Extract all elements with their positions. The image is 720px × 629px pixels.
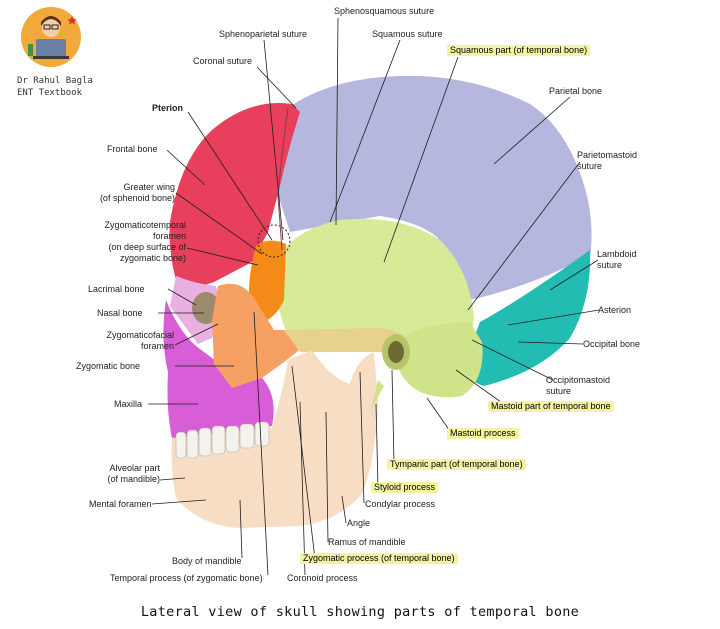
label-styloid-process-highlighted: Styloid process [371,482,439,493]
label-alveolar-line1: Alveolar part [109,463,160,473]
label-lambdoid-line1: Lambdoid [597,249,637,259]
label-asterion: Asterion [598,305,632,315]
label-greater-wing-line1: Greater wing [123,182,175,192]
mastoid-part-shape [396,322,483,398]
label-alveolar-part: Alveolar part (of mandible) [84,463,160,485]
label-parietal-bone: Parietal bone [549,86,603,96]
sphenoid-greater-wing-shape [248,240,286,322]
label-parietomastoid-suture: Parietomastoid suture [577,150,637,172]
label-parietomastoid-line2: suture [577,161,603,171]
label-zygtemp-line4: zygomatic bone) [119,253,186,263]
label-sphenosquamous-suture: Sphenosquamous suture [334,6,435,16]
label-greater-wing-line2: (of sphenoid bone) [99,193,175,203]
frontal-bone-shape [169,103,300,290]
label-alveolar-line2: (of mandible) [107,474,160,484]
credit-name: Dr Rahul Bagla [17,76,93,86]
label-zygtemp-line3: (on deep surface of [108,242,186,252]
label-zygtemp-line1: Zygomaticotemporal [104,220,186,230]
zygomatic-bone-shape [212,283,312,388]
label-condylar-process: Condylar process [365,499,436,509]
label-nasal-bone: Nasal bone [97,308,143,318]
label-coronal-suture: Coronal suture [193,56,253,66]
figure-caption: Lateral view of skull showing parts of t… [140,604,580,620]
author-credit: Dr Rahul Bagla ENT Textbook [17,75,93,99]
label-angle: Angle [347,518,371,528]
label-body-of-mandible: Body of mandible [172,556,242,566]
label-occipitomastoid-line2: suture [546,386,572,396]
label-zygomatic-process-highlighted: Zygomatic process (of temporal bone) [300,553,458,564]
teeth-row [175,421,270,459]
styloid-process-shape [370,380,384,412]
label-zygomaticotemporal-foramen: Zygomaticotemporal foramen (on deep surf… [68,220,186,264]
label-temporal-process: Temporal process (of zygomatic bone) [110,573,263,583]
label-zygomaticofacial-foramen: Zygomaticofacial foramen [68,330,174,352]
label-lacrimal-bone: Lacrimal bone [88,284,145,294]
label-frontal-bone: Frontal bone [107,144,158,154]
label-parietomastoid-line1: Parietomastoid [577,150,638,160]
label-zygtemp-line2: foramen [152,231,186,241]
label-occipital-bone: Occipital bone [583,339,641,349]
label-occipitomastoid-suture: Occipitomastoid suture [546,375,610,397]
pterion-marker [257,224,291,258]
label-zygfacial-line2: foramen [140,341,174,351]
occipital-bone-shape [462,250,591,386]
label-lambdoid-line2: suture [597,260,623,270]
label-tympanic-part-highlighted: Tympanic part (of temporal bone) [387,459,526,470]
label-pterion: Pterion [152,103,184,113]
label-occipitomastoid-line1: Occipitomastoid [546,375,611,385]
label-maxilla: Maxilla [114,399,143,409]
mandible-shape [171,350,378,528]
label-lambdoid-suture: Lambdoid suture [597,249,637,271]
label-zygomatic-bone: Zygomatic bone [76,361,141,371]
label-mastoid-process-highlighted: Mastoid process [447,428,519,439]
credit-book: ENT Textbook [17,88,83,98]
leader-lines [148,17,600,576]
author-avatar-logo [21,7,81,67]
label-greater-wing: Greater wing (of sphenoid bone) [97,182,175,204]
label-ramus-of-mandible: Ramus of mandible [328,537,406,547]
label-squamous-suture: Squamous suture [372,29,443,39]
zygomatic-arch-shape [284,328,410,352]
label-coronoid-process: Coronoid process [287,573,358,583]
label-mental-foramen: Mental foramen [89,499,152,509]
label-zygfacial-line1: Zygomaticofacial [106,330,174,340]
label-squamous-part-highlighted: Squamous part (of temporal bone) [447,45,591,56]
label-sphenoparietal-suture: Sphenoparietal suture [219,29,308,39]
label-mastoid-part-highlighted: Mastoid part of temporal bone [488,401,614,412]
parietal-bone-shape [272,75,592,300]
